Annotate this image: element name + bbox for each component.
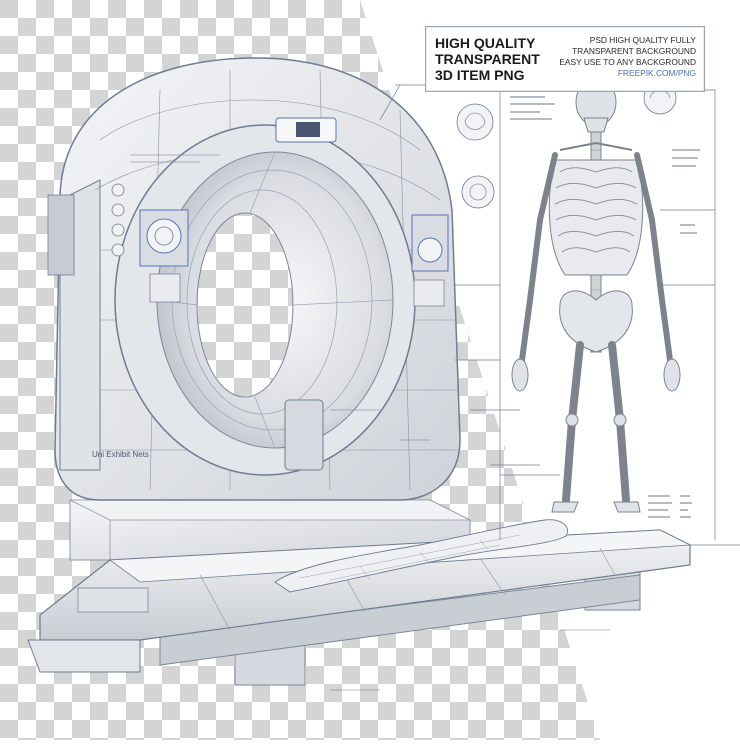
- scanner-gantry: [47, 57, 461, 501]
- detail-line: TRANSPARENT BACKGROUND: [572, 46, 696, 56]
- headline-line: 3D ITEM PNG: [435, 67, 525, 83]
- headline-line: TRANSPARENT: [435, 51, 540, 67]
- headline-line: HIGH QUALITY: [435, 35, 536, 51]
- detail-line: FREEPIK.COM/PNG: [617, 68, 696, 78]
- badge-details: PSD HIGH QUALITY FULLY TRANSPARENT BACKG…: [556, 35, 696, 79]
- skeleton-figure: [511, 77, 681, 513]
- patient-table: [27, 519, 692, 691]
- badge-headline: HIGH QUALITY TRANSPARENT 3D ITEM PNG: [435, 35, 575, 83]
- detail-line: EASY USE TO ANY BACKGROUND: [559, 57, 696, 67]
- scanner-base-label: Uni Exhibit Nets: [92, 450, 149, 459]
- promo-badge: HIGH QUALITY TRANSPARENT 3D ITEM PNG PSD…: [425, 26, 705, 92]
- scanner-base: [69, 499, 471, 561]
- detail-line: PSD HIGH QUALITY FULLY: [589, 35, 696, 45]
- annotation-lines: [510, 96, 700, 518]
